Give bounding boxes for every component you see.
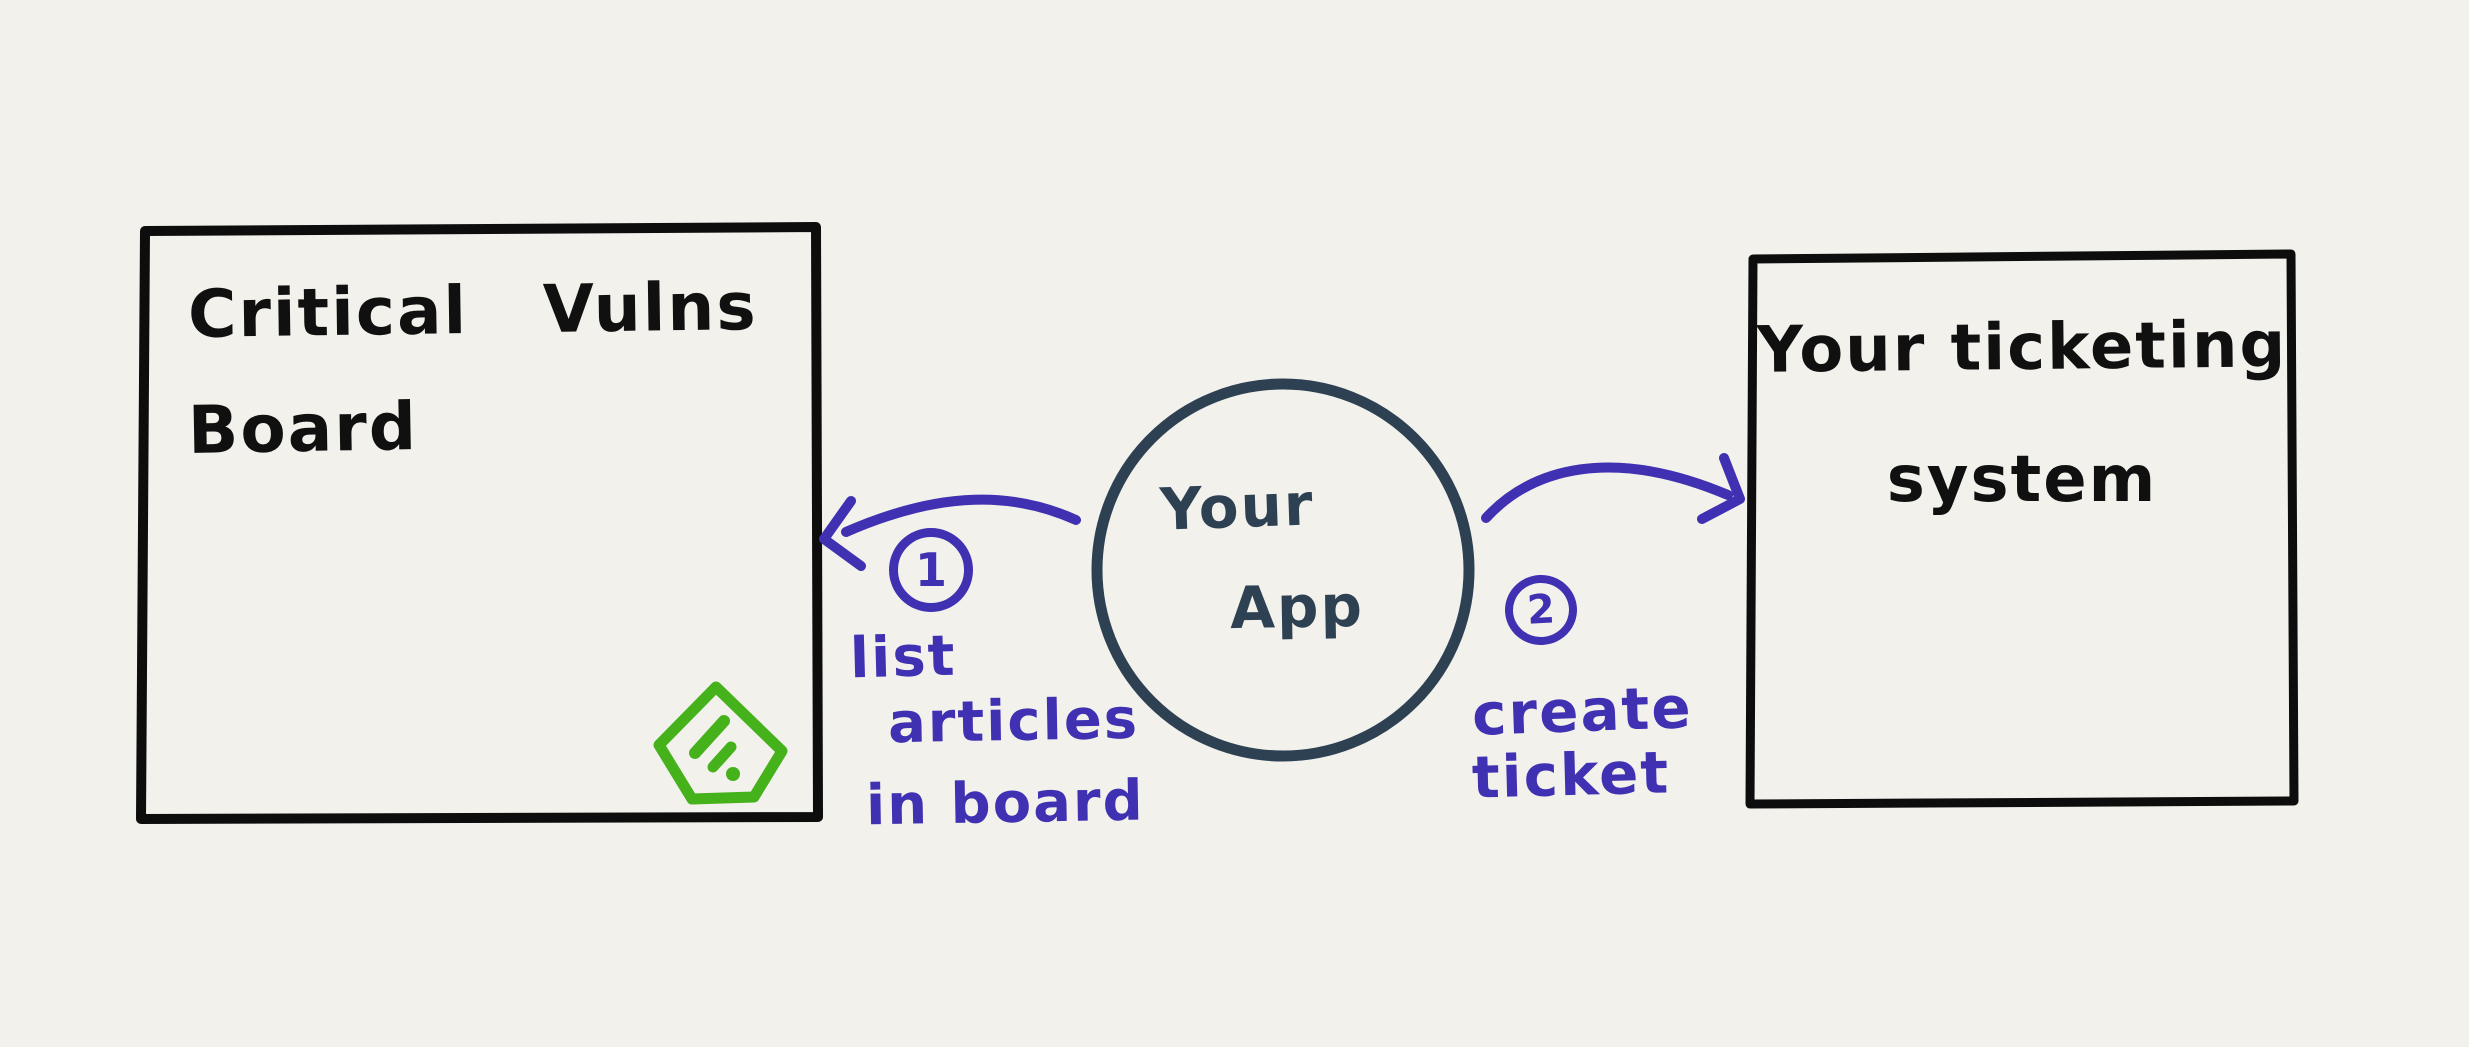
feedly-icon [653,681,788,805]
arrow-app-to-ticketing [1481,462,1733,523]
step-2-number: 2 [1525,586,1557,634]
step-1-badge: 1 [889,528,973,612]
arrow-app-to-ticketing-head [1697,453,1745,524]
step-2-label-line-2: ticket [1471,738,1671,812]
step-2-label-line-1: create [1470,673,1694,749]
critical-vulns-board-box [136,222,823,824]
your-app-circle [1091,378,1475,762]
step-1-label-line-2: articles [887,686,1140,757]
left-box-title-line-2: Board [187,387,419,470]
arrow-app-to-board [841,494,1081,537]
left-box-title-line-1: Critical Vulns [187,268,759,353]
step-1-label-line-1: list [849,623,958,692]
step-1-number: 1 [914,543,947,597]
app-circle-label-line-2: App [1229,571,1365,643]
step-1-label-line-3: in board [865,768,1146,839]
right-box-title-line-1: Your ticketing [1756,308,2288,388]
right-box-title-line-2: system [1886,443,2158,517]
ticketing-system-box [1745,249,2299,809]
arrow-app-to-board-head [819,496,866,571]
app-circle-label-line-1: Your [1158,470,1316,544]
